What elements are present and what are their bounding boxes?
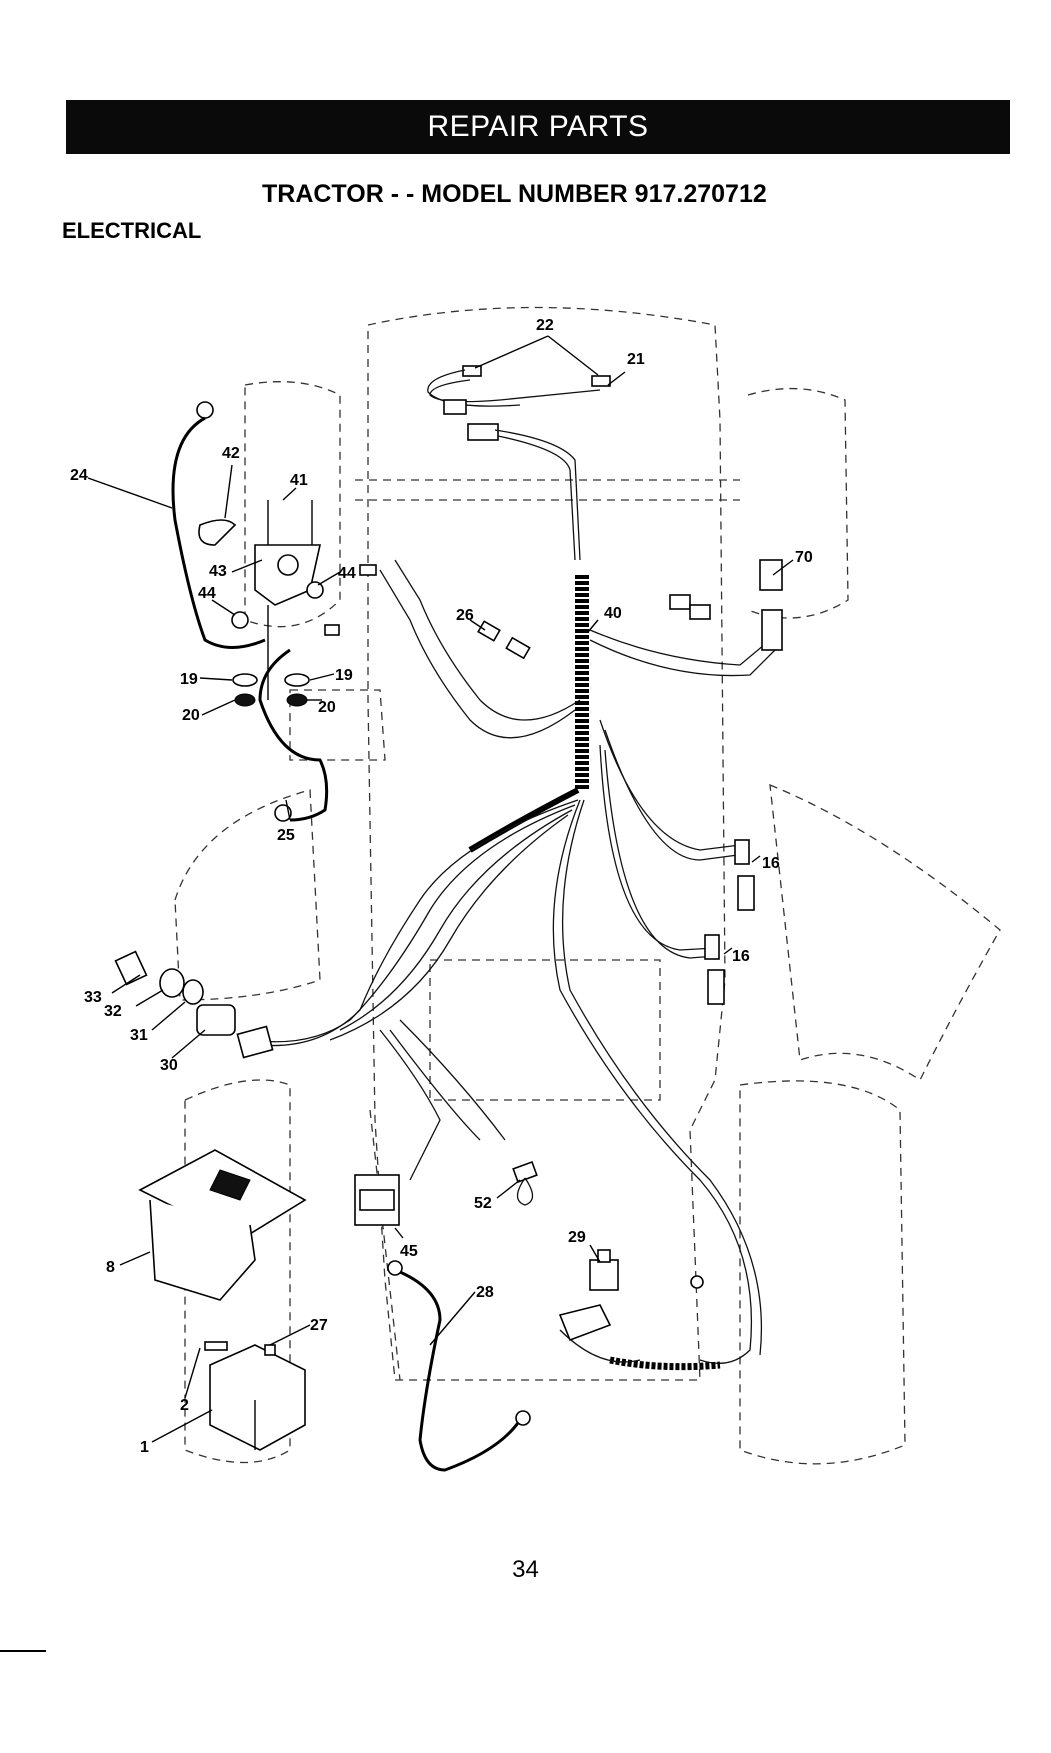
switch-plug <box>735 840 749 864</box>
callout-29: 29 <box>568 1229 586 1246</box>
connector <box>670 595 690 609</box>
bracket <box>199 520 235 545</box>
lock-washer <box>233 674 257 686</box>
callout-27: 27 <box>310 1317 328 1334</box>
bulb-socket-left <box>463 366 481 376</box>
callout-44-left: 44 <box>198 585 216 602</box>
connector <box>468 424 498 440</box>
battery-assembly <box>140 1150 305 1450</box>
callout-20-left: 20 <box>182 707 200 724</box>
ignition-nut <box>183 980 203 1004</box>
callout-70: 70 <box>795 549 813 566</box>
main-harness <box>250 560 775 1367</box>
banner-title: REPAIR PARTS <box>427 110 648 144</box>
battery-bolt <box>205 1342 227 1350</box>
ignition-plug <box>237 1027 272 1058</box>
callout-24: 24 <box>70 467 88 484</box>
callout-22: 22 <box>536 317 554 334</box>
callout-19-right: 19 <box>335 667 353 684</box>
charging-and-starting <box>355 1162 703 1470</box>
key <box>116 952 147 985</box>
callout-32: 32 <box>104 1003 122 1020</box>
model-title: TRACTOR - - MODEL NUMBER 917.270712 <box>262 180 767 209</box>
cable-terminal <box>197 402 213 418</box>
electrical-exploded-diagram: 22 21 24 42 41 43 44 44 19 19 20 20 25 2… <box>0 270 1051 1500</box>
cable-terminal <box>516 1411 530 1425</box>
callout-19-left: 19 <box>180 671 198 688</box>
section-label: ELECTRICAL <box>62 218 201 244</box>
lock-washer <box>285 674 309 686</box>
hex-nut <box>235 694 255 706</box>
callout-16-upper: 16 <box>762 855 780 872</box>
connector <box>762 610 782 650</box>
callout-43: 43 <box>209 563 227 580</box>
callout-31: 31 <box>130 1027 148 1044</box>
starter-plug <box>560 1305 610 1340</box>
callout-25: 25 <box>277 827 295 844</box>
callout-33: 33 <box>84 989 102 1006</box>
solenoid-assembly <box>173 402 327 821</box>
battery-nut <box>265 1345 275 1355</box>
page-number: 34 <box>0 1556 1051 1584</box>
callout-2: 2 <box>180 1397 189 1414</box>
footer-rule <box>0 1650 46 1652</box>
callout-40: 40 <box>604 605 622 622</box>
brake-switch <box>738 876 754 910</box>
callout-1: 1 <box>140 1439 149 1456</box>
callout-20-right: 20 <box>318 699 336 716</box>
callout-41: 41 <box>290 472 308 489</box>
bulb-socket-right <box>592 376 610 386</box>
callout-8: 8 <box>106 1259 115 1276</box>
ignition-switch-body <box>197 1005 235 1035</box>
callout-21: 21 <box>627 351 645 368</box>
relay <box>760 560 782 590</box>
callout-30: 30 <box>160 1057 178 1074</box>
callout-26: 26 <box>456 607 474 624</box>
headlight-harness <box>428 366 610 560</box>
callout-44-right: 44 <box>338 565 356 582</box>
hex-nut <box>287 694 307 706</box>
starter-solenoid <box>590 1260 618 1290</box>
callout-16-lower: 16 <box>732 948 750 965</box>
clutch-switch <box>708 970 724 1004</box>
section-banner: REPAIR PARTS <box>66 100 1010 154</box>
connector <box>444 400 466 414</box>
battery <box>210 1345 305 1450</box>
callout-42: 42 <box>222 445 240 462</box>
cable-terminal <box>691 1276 703 1288</box>
callout-45: 45 <box>400 1243 418 1260</box>
callout-52: 52 <box>474 1195 492 1212</box>
ignition-bezel <box>160 969 184 997</box>
connector <box>690 605 710 619</box>
switch-plug <box>705 935 719 959</box>
callout-28: 28 <box>476 1284 494 1301</box>
